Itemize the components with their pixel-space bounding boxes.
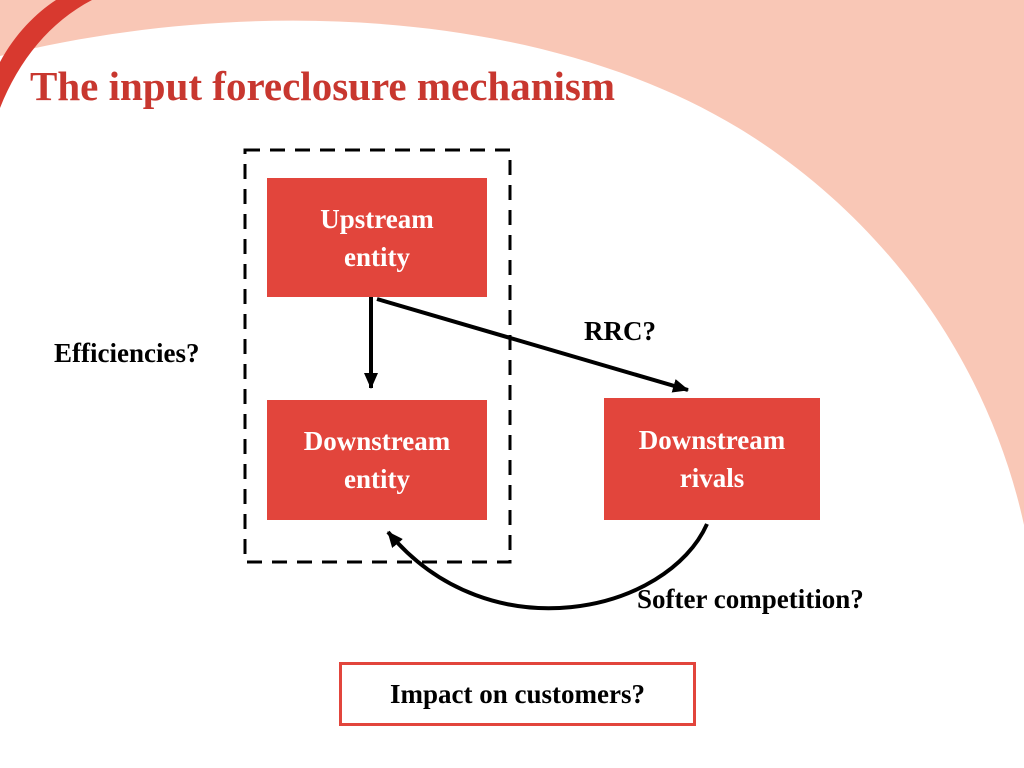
downstream-rivals-label-line2: rivals [679,463,745,493]
downstream-entity-label-line2: entity [344,464,410,494]
downstream-entity-node: Downstream entity [267,400,487,520]
swoosh-shape [0,0,1024,525]
impact-on-customers-box: Impact on customers? [339,662,696,726]
efficiencies-label: Efficiencies? [54,338,200,368]
downstream-rivals-node: Downstream rivals [604,398,820,520]
upstream-entity-label-line2: entity [344,241,410,272]
slide-title: The input foreclosure mechanism [30,63,616,109]
corner-crescent-shape [0,0,92,108]
softer-competition-label: Softer competition? [637,584,864,614]
rrc-label: RRC? [584,316,656,346]
upstream-entity-label-line1: Upstream [320,203,434,234]
upstream-entity-node: Upstream entity [267,178,487,297]
impact-on-customers-label: Impact on customers? [390,678,645,709]
downstream-entity-label-line1: Downstream [303,426,451,456]
downstream-rivals-label-line1: Downstream [638,425,786,455]
